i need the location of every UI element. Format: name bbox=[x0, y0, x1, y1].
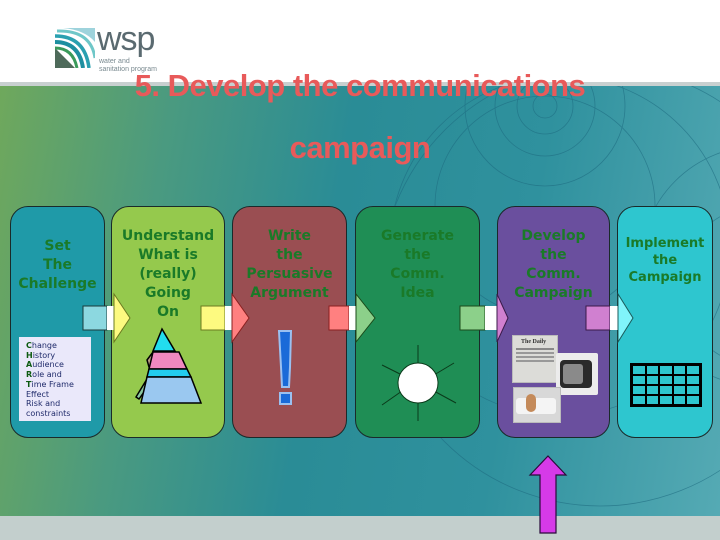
arrow-right-icon bbox=[113, 292, 131, 344]
step-label: Write the Persuasive Argument bbox=[246, 228, 333, 301]
slide-header bbox=[0, 0, 720, 82]
arrow-right-icon bbox=[355, 292, 376, 344]
tv-image bbox=[556, 353, 598, 395]
current-step-up-arrow-icon bbox=[528, 455, 568, 534]
checklist-item: Risk and bbox=[26, 399, 61, 409]
step-develop-comm-campaign: Develop the Comm. Campaign The Daily bbox=[497, 206, 610, 438]
logo-subtitle-line1: water and bbox=[99, 58, 130, 65]
chart-checklist: Change History Audience Role and Time Fr… bbox=[19, 337, 91, 421]
step-label: Understand What is (really) Going On bbox=[121, 228, 215, 320]
step-write-persuasive-argument: Write the Persuasive Argument bbox=[232, 206, 347, 438]
slide-title-line1: 5. Develop the communications bbox=[134, 68, 586, 103]
arrow-right-icon bbox=[496, 293, 509, 343]
logo-subtitle-line2: sanitation program bbox=[99, 66, 157, 73]
logo-subtitle: water and sanitation program bbox=[99, 58, 157, 74]
media-collage-image: The Daily bbox=[512, 335, 598, 423]
checklist-item: Audience bbox=[26, 360, 64, 370]
arrow-right-icon bbox=[617, 292, 634, 344]
wsp-logo: wsp water and sanitation program bbox=[55, 20, 185, 76]
slide-title-line2: campaign bbox=[289, 130, 431, 165]
slide-footer bbox=[0, 516, 720, 540]
wsp-wave-logo-icon bbox=[55, 28, 95, 68]
checklist-item: Time Frame bbox=[26, 379, 74, 389]
step-generate-comm-idea: Generate the Comm. Idea bbox=[355, 206, 480, 438]
pyramid-icon bbox=[134, 327, 203, 404]
checklist-item: Change bbox=[26, 341, 57, 350]
exclamation-icon bbox=[277, 330, 293, 405]
billboard-van-image bbox=[513, 387, 561, 423]
step-understand-what-is-going-on: Understand What is (really) Going On bbox=[111, 206, 225, 438]
step-set-the-challenge: Set The Challenge Change History Audienc… bbox=[10, 206, 105, 438]
checklist-item: Role and bbox=[26, 370, 62, 380]
arrow-right-icon bbox=[231, 292, 250, 344]
step-label: Generate the Comm. Idea bbox=[381, 228, 454, 301]
checklist-item: Effect bbox=[26, 389, 50, 399]
header-divider bbox=[0, 82, 720, 86]
step-label: Implement the Campaign bbox=[625, 236, 705, 285]
step-label: Set The Challenge bbox=[18, 238, 97, 292]
step-implement-campaign: Implement the Campaign bbox=[617, 206, 713, 438]
sun-icon bbox=[381, 345, 457, 421]
checklist-item: constraints bbox=[26, 408, 71, 418]
step-connector-arrows bbox=[82, 292, 634, 344]
newspaper-image: The Daily bbox=[512, 335, 558, 383]
logo-wordmark: wsp bbox=[97, 20, 155, 58]
step-label: Develop the Comm. Campaign bbox=[514, 228, 593, 301]
checklist-item: History bbox=[26, 350, 56, 360]
grid-icon bbox=[630, 363, 702, 407]
